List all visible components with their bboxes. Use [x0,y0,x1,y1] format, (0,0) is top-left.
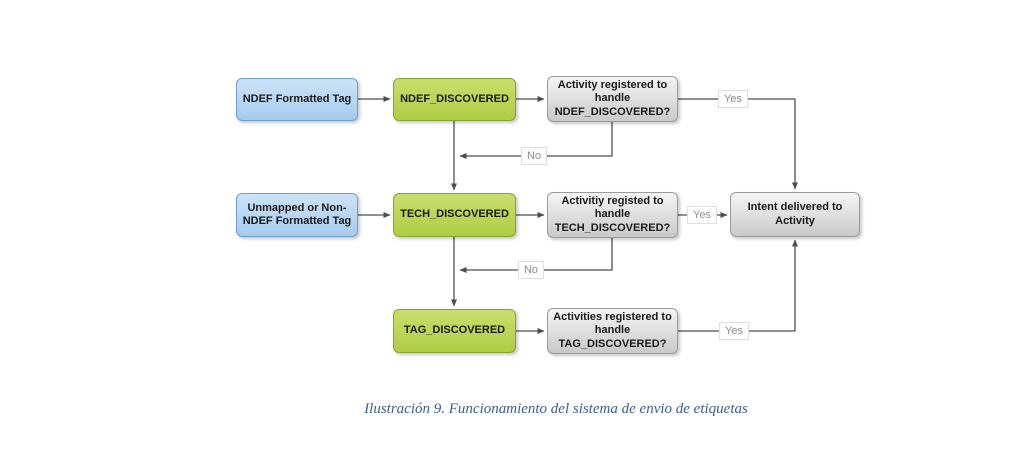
node-ndef-question: Activity registered to handle NDEF_DISCO… [547,76,678,122]
edge-label-no-tech: No [517,261,545,279]
edge-tag-question-yes [678,239,798,332]
edge-label-yes-tag: Yes [719,322,749,340]
node-ndef-discovered: NDEF_DISCOVERED [393,78,516,121]
edge-tech-question-no [459,238,613,273]
node-intent-delivered: Intent delivered to Activity [730,192,860,237]
node-tag-discovered: TAG_DISCOVERED [393,309,516,353]
edge-label-yes-ndef: Yes [718,90,748,108]
node-tag-question: Activities registered to handle TAG_DISC… [547,308,678,354]
edge-ndef-question-no [459,122,613,159]
edge-label-yes-tech: Yes [687,206,717,224]
node-unmapped-tag: Unmapped or Non- NDEF Formatted Tag [236,193,358,237]
edge-ndef-question-yes [678,98,798,190]
edge-label-no-ndef: No [520,147,548,165]
node-ndef-formatted-tag: NDEF Formatted Tag [236,78,358,121]
figure-caption: Ilustración 9. Funcionamiento del sistem… [364,401,748,417]
node-tech-question: Activitiy registed to handle TECH_DISCOV… [547,192,678,238]
node-tech-discovered: TECH_DISCOVERED [393,193,516,237]
